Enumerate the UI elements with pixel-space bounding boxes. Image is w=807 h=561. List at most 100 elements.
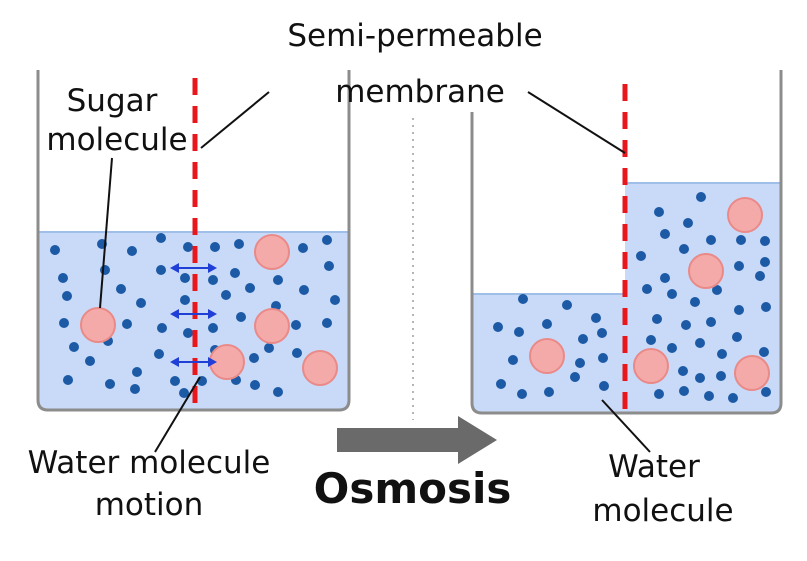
water-molecule	[273, 387, 283, 397]
water-molecule	[575, 358, 585, 368]
water-molecule	[85, 356, 95, 366]
water-molecule	[667, 343, 677, 353]
water-molecule	[62, 291, 72, 301]
water-molecule	[678, 366, 688, 376]
water-molecule	[208, 275, 218, 285]
water-molecule	[660, 273, 670, 283]
diagram-title: Osmosis	[313, 464, 512, 513]
water-molecule	[732, 332, 742, 342]
membrane-label-line2: membrane	[335, 74, 505, 110]
left-beaker	[36, 70, 351, 412]
water-molecule	[183, 328, 193, 338]
sugar-molecule	[688, 253, 724, 289]
water-molecule	[728, 393, 738, 403]
water-molecule	[706, 235, 716, 245]
water-molecule	[208, 323, 218, 333]
water-molecule	[760, 257, 770, 267]
water-molecule	[690, 297, 700, 307]
double-headed-arrow-icon	[170, 309, 217, 319]
water-molecule	[562, 300, 572, 310]
right-arrow-icon	[337, 416, 497, 464]
membrane-leader-left	[200, 91, 270, 149]
water-molecule	[570, 372, 580, 382]
water-molecule	[236, 312, 246, 322]
water-molecule	[180, 273, 190, 283]
water-molecule	[130, 384, 140, 394]
water-molecule	[58, 273, 68, 283]
water-molecule	[696, 192, 706, 202]
water-molecule	[156, 265, 166, 275]
water-molecule	[683, 218, 693, 228]
molecules-group	[50, 192, 771, 403]
water-label-line1: Water	[608, 449, 700, 485]
water-molecule	[704, 391, 714, 401]
water-molecule	[105, 379, 115, 389]
water-molecule	[249, 353, 259, 363]
water-molecule	[578, 334, 588, 344]
water-molecule	[154, 349, 164, 359]
water-molecule	[322, 318, 332, 328]
water-molecule	[599, 381, 609, 391]
water-molecule	[127, 246, 137, 256]
water-molecule	[116, 284, 126, 294]
double-headed-arrow-icon	[170, 357, 217, 367]
motion-label-line2: motion	[94, 487, 204, 523]
water-molecule	[544, 387, 554, 397]
water-molecule	[230, 268, 240, 278]
water-molecule	[654, 207, 664, 217]
water-molecule	[716, 371, 726, 381]
sugar-molecule	[302, 350, 338, 386]
water-molecule	[755, 271, 765, 281]
water-label-line2: molecule	[592, 493, 734, 529]
membrane-leader-right	[527, 91, 626, 154]
water-molecule	[695, 338, 705, 348]
motion-arrows	[170, 263, 217, 367]
water-molecule	[122, 319, 132, 329]
water-molecule	[299, 285, 309, 295]
water-molecule	[736, 235, 746, 245]
water-molecule	[636, 251, 646, 261]
water-molecule	[679, 244, 689, 254]
water-molecule	[760, 236, 770, 246]
water-molecule	[69, 342, 79, 352]
water-molecule	[734, 261, 744, 271]
water-molecule	[660, 229, 670, 239]
sugar-molecule	[633, 348, 669, 384]
sugar-molecule	[734, 355, 770, 391]
water-molecule	[654, 389, 664, 399]
water-molecule	[180, 295, 190, 305]
water-molecule	[132, 367, 142, 377]
water-molecule	[50, 245, 60, 255]
water-molecule	[598, 353, 608, 363]
water-molecule	[298, 243, 308, 253]
water-molecule	[667, 289, 677, 299]
water-molecule	[734, 305, 744, 315]
sugar-molecule	[727, 197, 763, 233]
water-molecule	[179, 388, 189, 398]
water-molecule	[761, 387, 771, 397]
water-molecule	[63, 375, 73, 385]
water-molecule	[170, 376, 180, 386]
motion-label-line1: Water molecule	[27, 445, 271, 481]
water-molecule	[493, 322, 503, 332]
water-molecule	[517, 389, 527, 399]
water-molecule	[542, 319, 552, 329]
water-molecule	[646, 335, 656, 345]
water-molecule	[273, 275, 283, 285]
water-molecule	[221, 290, 231, 300]
water-molecule	[695, 373, 705, 383]
water-molecule	[322, 235, 332, 245]
water-molecule	[157, 323, 167, 333]
right-beaker	[470, 70, 783, 415]
water-molecule	[761, 302, 771, 312]
water-molecule	[759, 347, 769, 357]
sugar-molecule	[254, 234, 290, 270]
water-molecule	[250, 380, 260, 390]
sugar-molecule	[529, 338, 565, 374]
water-molecule	[496, 379, 506, 389]
sugar-leader	[99, 157, 113, 309]
sugar-molecule	[254, 308, 290, 344]
water-molecule	[324, 261, 334, 271]
water-molecule	[156, 233, 166, 243]
